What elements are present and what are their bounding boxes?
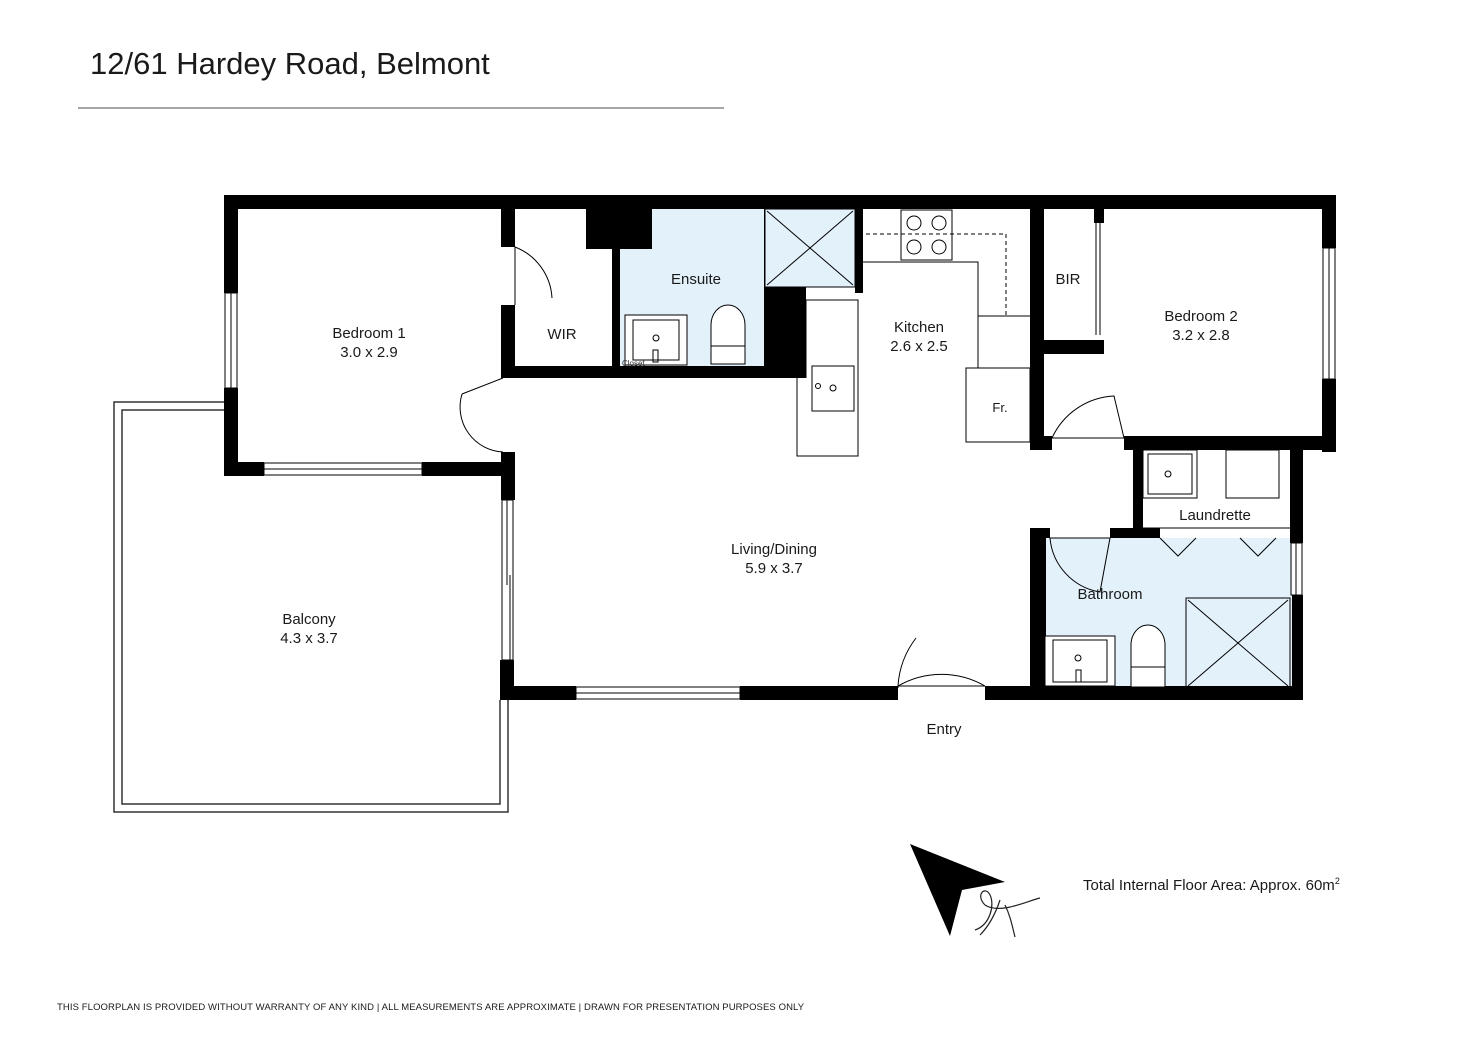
doors <box>459 220 1277 688</box>
bathroom-fixtures <box>1044 597 1291 689</box>
bedroom1-size: 3.0 x 2.9 <box>340 344 398 361</box>
balcony-outline <box>113 401 509 813</box>
north-arrow-icon <box>910 844 1005 936</box>
entry-label: Entry <box>926 721 962 738</box>
ensuite-closet-label: Closet <box>622 359 645 368</box>
bedroom1-label: Bedroom 1 <box>332 325 405 342</box>
windows <box>224 247 1336 700</box>
title-divider <box>78 107 724 109</box>
total-floor-area-text: Total Internal Floor Area: Approx. 60m <box>1083 877 1335 894</box>
disclaimer-text: THIS FLOORPLAN IS PROVIDED WITHOUT WARRA… <box>57 1002 805 1013</box>
walls <box>224 195 1336 700</box>
kitchen-size: 2.6 x 2.5 <box>890 338 948 355</box>
laundrette-fixtures <box>1142 449 1290 529</box>
kitchen-fixtures <box>796 209 1031 457</box>
bedroom2-size: 3.2 x 2.8 <box>1172 327 1230 344</box>
living-label: Living/Dining <box>731 541 817 558</box>
balcony-size: 4.3 x 3.7 <box>280 630 338 647</box>
ensuite-fixtures <box>624 208 856 366</box>
kitchen-label: Kitchen <box>894 319 944 336</box>
bathroom-label: Bathroom <box>1077 586 1142 603</box>
area-unit-superscript: 2 <box>1334 876 1340 886</box>
ensuite-label: Ensuite <box>671 271 721 288</box>
page-title: 12/61 Hardey Road, Belmont <box>90 46 490 81</box>
logo-monogram-icon <box>974 890 1041 938</box>
living-size: 5.9 x 3.7 <box>745 560 803 577</box>
fridge-label: Fr. <box>992 400 1007 415</box>
balcony-label: Balcony <box>282 611 336 628</box>
bedroom2-label: Bedroom 2 <box>1164 308 1237 325</box>
total-floor-area: Total Internal Floor Area: Approx. 60m2 <box>1083 876 1340 894</box>
laundrette-label: Laundrette <box>1179 507 1251 524</box>
bir-label: BIR <box>1055 271 1080 288</box>
wir-label: WIR <box>547 326 576 343</box>
